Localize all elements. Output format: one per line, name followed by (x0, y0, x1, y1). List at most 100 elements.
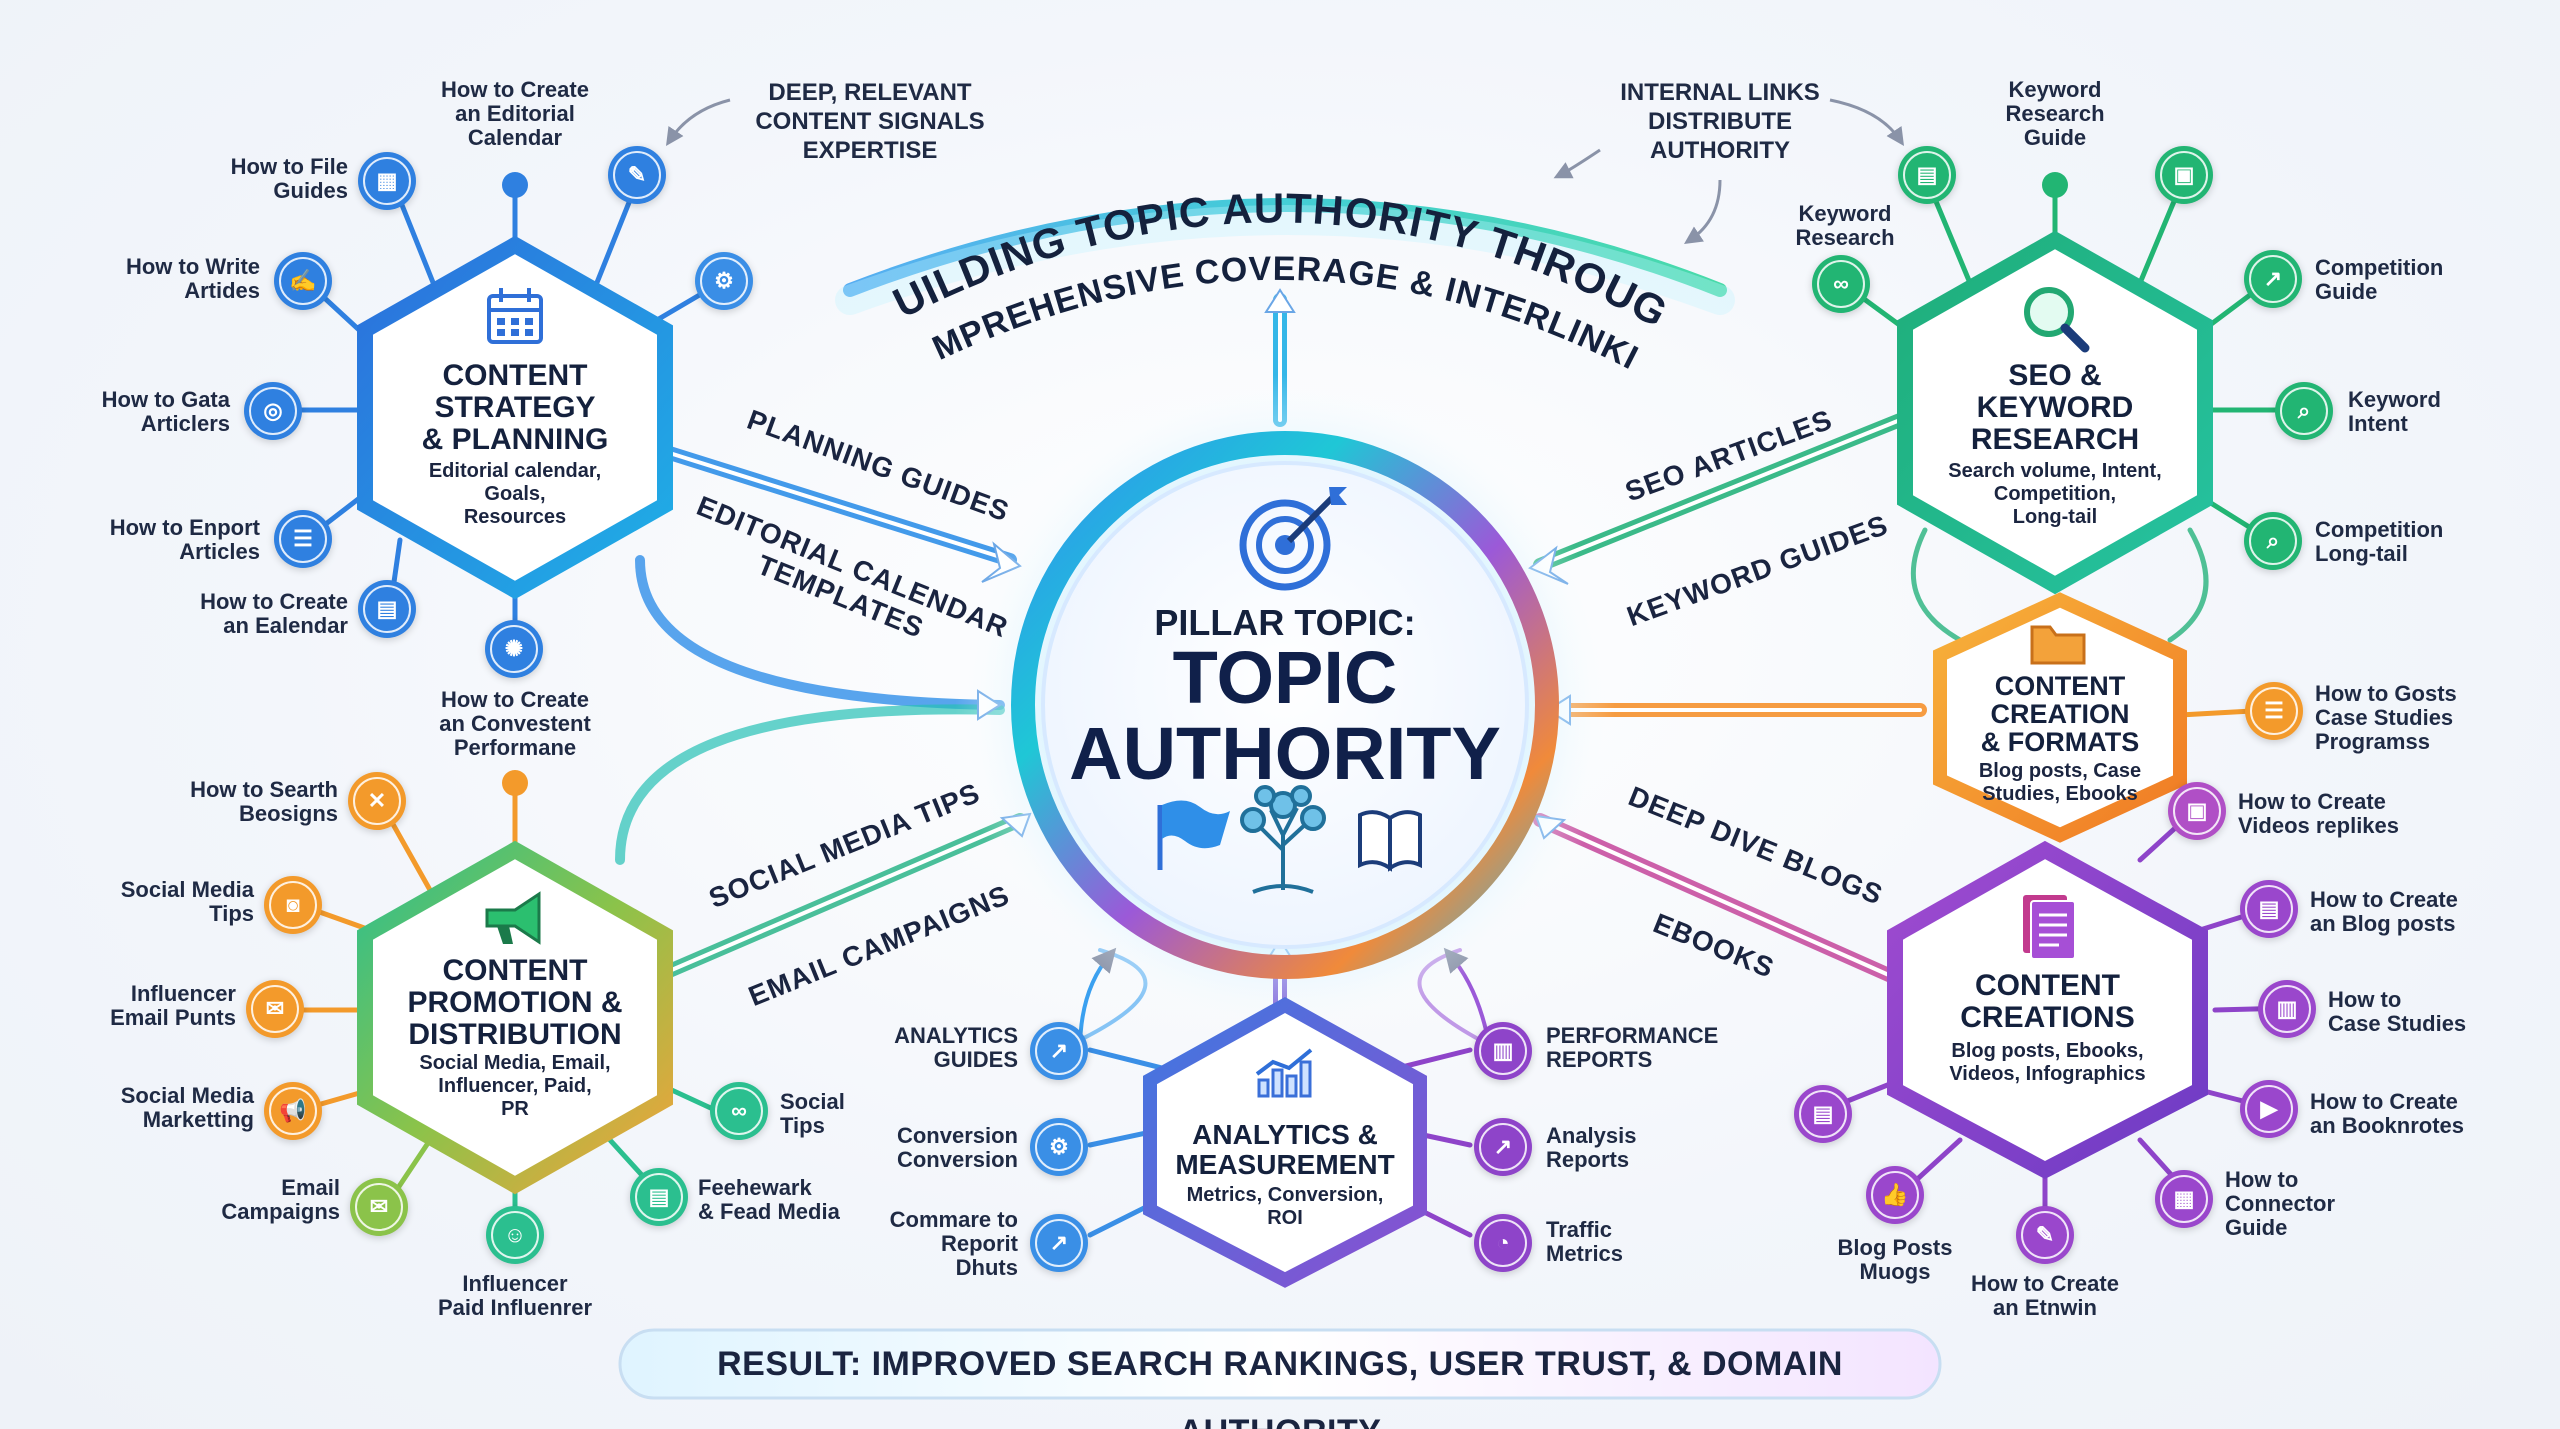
pillar-topic-line: TOPIC (1172, 636, 1398, 719)
mail-icon[interactable]: ✉ (246, 980, 304, 1038)
spoke-label-line: Dhuts (955, 1255, 1018, 1280)
spoke-label-line: GUIDES (933, 1047, 1018, 1072)
lightbulb-icon[interactable]: ✺ (485, 620, 543, 678)
instagram-icon[interactable]: ◙ (264, 876, 322, 934)
search-icon[interactable]: ⌕ (2244, 512, 2302, 570)
spoke-label-line: How to Create (2238, 789, 2386, 814)
spoke-label: How to Enport Articles (50, 516, 260, 564)
search-icon[interactable]: ⌕ (2275, 382, 2333, 440)
megaphone-icon[interactable]: 📢 (264, 1082, 322, 1140)
hub-connectors (615, 293, 2209, 1042)
gear-icon[interactable]: ⚙ (695, 252, 753, 310)
hub-strategy-title: CONTENT STRATEGY & PLANNING (365, 360, 665, 456)
hub-title-line: CREATION (1990, 699, 2130, 729)
spoke-label-line: ANALYTICS (894, 1023, 1018, 1048)
spoke-label-line: Social (780, 1089, 845, 1114)
hub-sub-line: Videos, Infographics (1949, 1063, 2146, 1085)
spoke-label: Social Media Marketting (60, 1084, 254, 1132)
document-icon[interactable]: ▤ (1794, 1085, 1852, 1143)
link-icon[interactable]: ∞ (1812, 255, 1870, 313)
chart-icon[interactable]: ▣ (2155, 146, 2213, 204)
hub-sub-line: PR (501, 1098, 529, 1120)
edit-icon[interactable]: ✎ (608, 146, 666, 204)
hub-formats-title: CONTENT CREATION & FORMATS (1940, 672, 2180, 756)
spoke-label-line: Case Studies (2315, 705, 2454, 730)
hub-title-line: SEO & (2008, 359, 2102, 392)
pie-chart-icon[interactable]: ◔ (1474, 1214, 1532, 1272)
spoke-label: Influencer Paid Influenrer (415, 1272, 615, 1320)
spoke-label: Keyword Research Guide (1980, 78, 2130, 150)
spoke-label-line: Competition (2315, 517, 2444, 542)
trend-icon[interactable]: ↗ (2244, 250, 2302, 308)
bar-chart-icon (1255, 1048, 1313, 1098)
hub-title-line: & FORMATS (1980, 727, 2140, 757)
megaphone-icon (485, 891, 541, 945)
spoke-label: How to Create an Ealendar (140, 590, 348, 638)
spoke-label: How to Case Studies (2328, 988, 2528, 1036)
bar-chart-icon[interactable]: ▥ (1474, 1022, 1532, 1080)
mail-icon[interactable]: ✉ (350, 1178, 408, 1236)
spoke-label-line: an Booknrotes (2310, 1113, 2465, 1138)
spoke-label: Influencer Email Punts (40, 982, 236, 1030)
hex-analytics (1143, 996, 1427, 1288)
spoke-label-line: Social Media (120, 877, 254, 902)
list-icon[interactable]: ☰ (274, 510, 332, 568)
spoke-label-line: an Ealendar (223, 613, 348, 638)
hub-title-line: STRATEGY (434, 391, 596, 424)
annotation-left-line: EXPERTISE (802, 137, 938, 164)
hub-title-line: DISTRIBUTION (408, 1018, 622, 1051)
thumbs-up-icon[interactable]: 👍 (1866, 1166, 1924, 1224)
spoke-label-line: Influencer (462, 1271, 568, 1296)
list-icon[interactable]: ☰ (2245, 682, 2303, 740)
hub-title-line: ANALYTICS & (1192, 1119, 1378, 1150)
line-chart-icon[interactable]: ↗ (1474, 1118, 1532, 1176)
spoke-label-line: & Fead Media (698, 1199, 840, 1224)
document-icon[interactable]: ▤ (2240, 880, 2298, 938)
hub-strategy-sub: Editorial calendar, Goals, Resources (380, 460, 650, 529)
pillar-label: PILLAR TOPIC: (1154, 602, 1416, 643)
calendar-icon[interactable]: ▦ (358, 152, 416, 210)
news-icon[interactable]: ▤ (630, 1168, 688, 1226)
spoke-label: How to Searth Beosigns (120, 778, 338, 826)
target-icon[interactable]: ◎ (244, 382, 302, 440)
annot-arrow-right-2 (1829, 98, 1904, 146)
document-icon (2023, 895, 2076, 960)
spoke-label-line: Keyword (2008, 77, 2102, 102)
document-icon[interactable]: ▤ (358, 580, 416, 638)
spoke-label: How to Gosts Case Studies Programss (2315, 682, 2515, 754)
spoke-label: How to File Guides (150, 155, 348, 203)
spoke-label: Keyword Research (1770, 202, 1920, 250)
spoke-label-line: Calendar (467, 125, 563, 150)
spoke-label-line: Competition (2315, 255, 2444, 280)
spoke-label: PERFORMANCE REPORTS (1546, 1024, 1786, 1072)
gear-icon[interactable]: ⚙ (1030, 1118, 1088, 1176)
close-icon[interactable]: ✕ (348, 772, 406, 830)
hub-title-line: KEYWORD (1976, 391, 2134, 424)
chart-icon[interactable]: ↗ (1030, 1022, 1088, 1080)
spoke-label-line: Research (2005, 101, 2105, 126)
annotation-left-line: DEEP, RELEVANT (768, 79, 972, 106)
trend-icon[interactable]: ↗ (1030, 1214, 1088, 1272)
hub-creations-title: CONTENT CREATIONS (1895, 970, 2200, 1034)
spoke-label-line: How to (2328, 987, 2402, 1012)
document-icon[interactable]: ▤ (1898, 146, 1956, 204)
hub-title-line: CONTENT (1994, 671, 2126, 701)
link-icon[interactable]: ∞ (710, 1082, 768, 1140)
hub-analytics-title: ANALYTICS & MEASUREMENT (1150, 1120, 1420, 1180)
spoke-label: Email Campaigns (140, 1176, 340, 1224)
hub-sub-line: Influencer, Paid, (438, 1075, 592, 1097)
edit-icon[interactable]: ✎ (2016, 1206, 2074, 1264)
spoke-label: Feehewark & Fead Media (698, 1176, 898, 1224)
hub-promotion-sub: Social Media, Email, Influencer, Paid, P… (380, 1052, 650, 1121)
document-icon[interactable]: ▥ (2258, 980, 2316, 1038)
video-icon[interactable]: ▶ (2240, 1080, 2298, 1138)
spoke-label: How to Create an Booknrotes (2310, 1090, 2530, 1138)
image-icon[interactable]: ▣ (2168, 782, 2226, 840)
users-icon[interactable]: ☺ (486, 1206, 544, 1264)
hub-seo-sub: Search volume, Intent, Competition, Long… (1915, 460, 2195, 529)
edit-icon[interactable]: ✍ (274, 252, 332, 310)
spoke-label: How to Write Artides (60, 255, 260, 303)
spoke-label-line: an Blog posts (2310, 911, 2456, 936)
layout-icon[interactable]: ▦ (2155, 1170, 2213, 1228)
